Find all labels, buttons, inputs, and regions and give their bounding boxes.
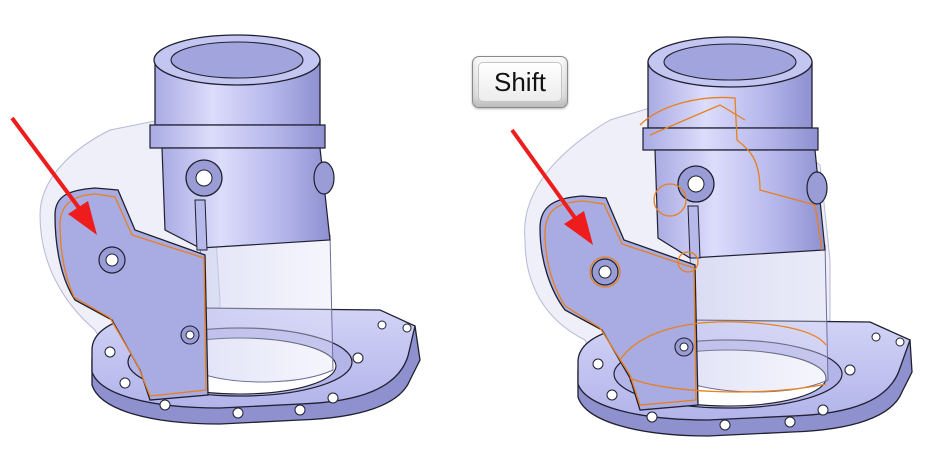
red-arrow-icon bbox=[510, 128, 593, 245]
right-upper-tube bbox=[642, 36, 828, 259]
left-cad-model bbox=[10, 34, 421, 425]
red-arrow-icon bbox=[10, 116, 97, 235]
left-upper-tube bbox=[149, 34, 335, 251]
right-edge-highlight bbox=[544, 96, 827, 406]
right-side-plate bbox=[539, 195, 699, 411]
shift-key-label: Shift bbox=[478, 62, 562, 102]
right-cad-model bbox=[510, 36, 913, 437]
shift-key: Shift bbox=[472, 56, 568, 108]
left-lower-body bbox=[199, 234, 334, 383]
left-side-plate bbox=[54, 187, 209, 401]
right-lower-body bbox=[689, 244, 829, 393]
